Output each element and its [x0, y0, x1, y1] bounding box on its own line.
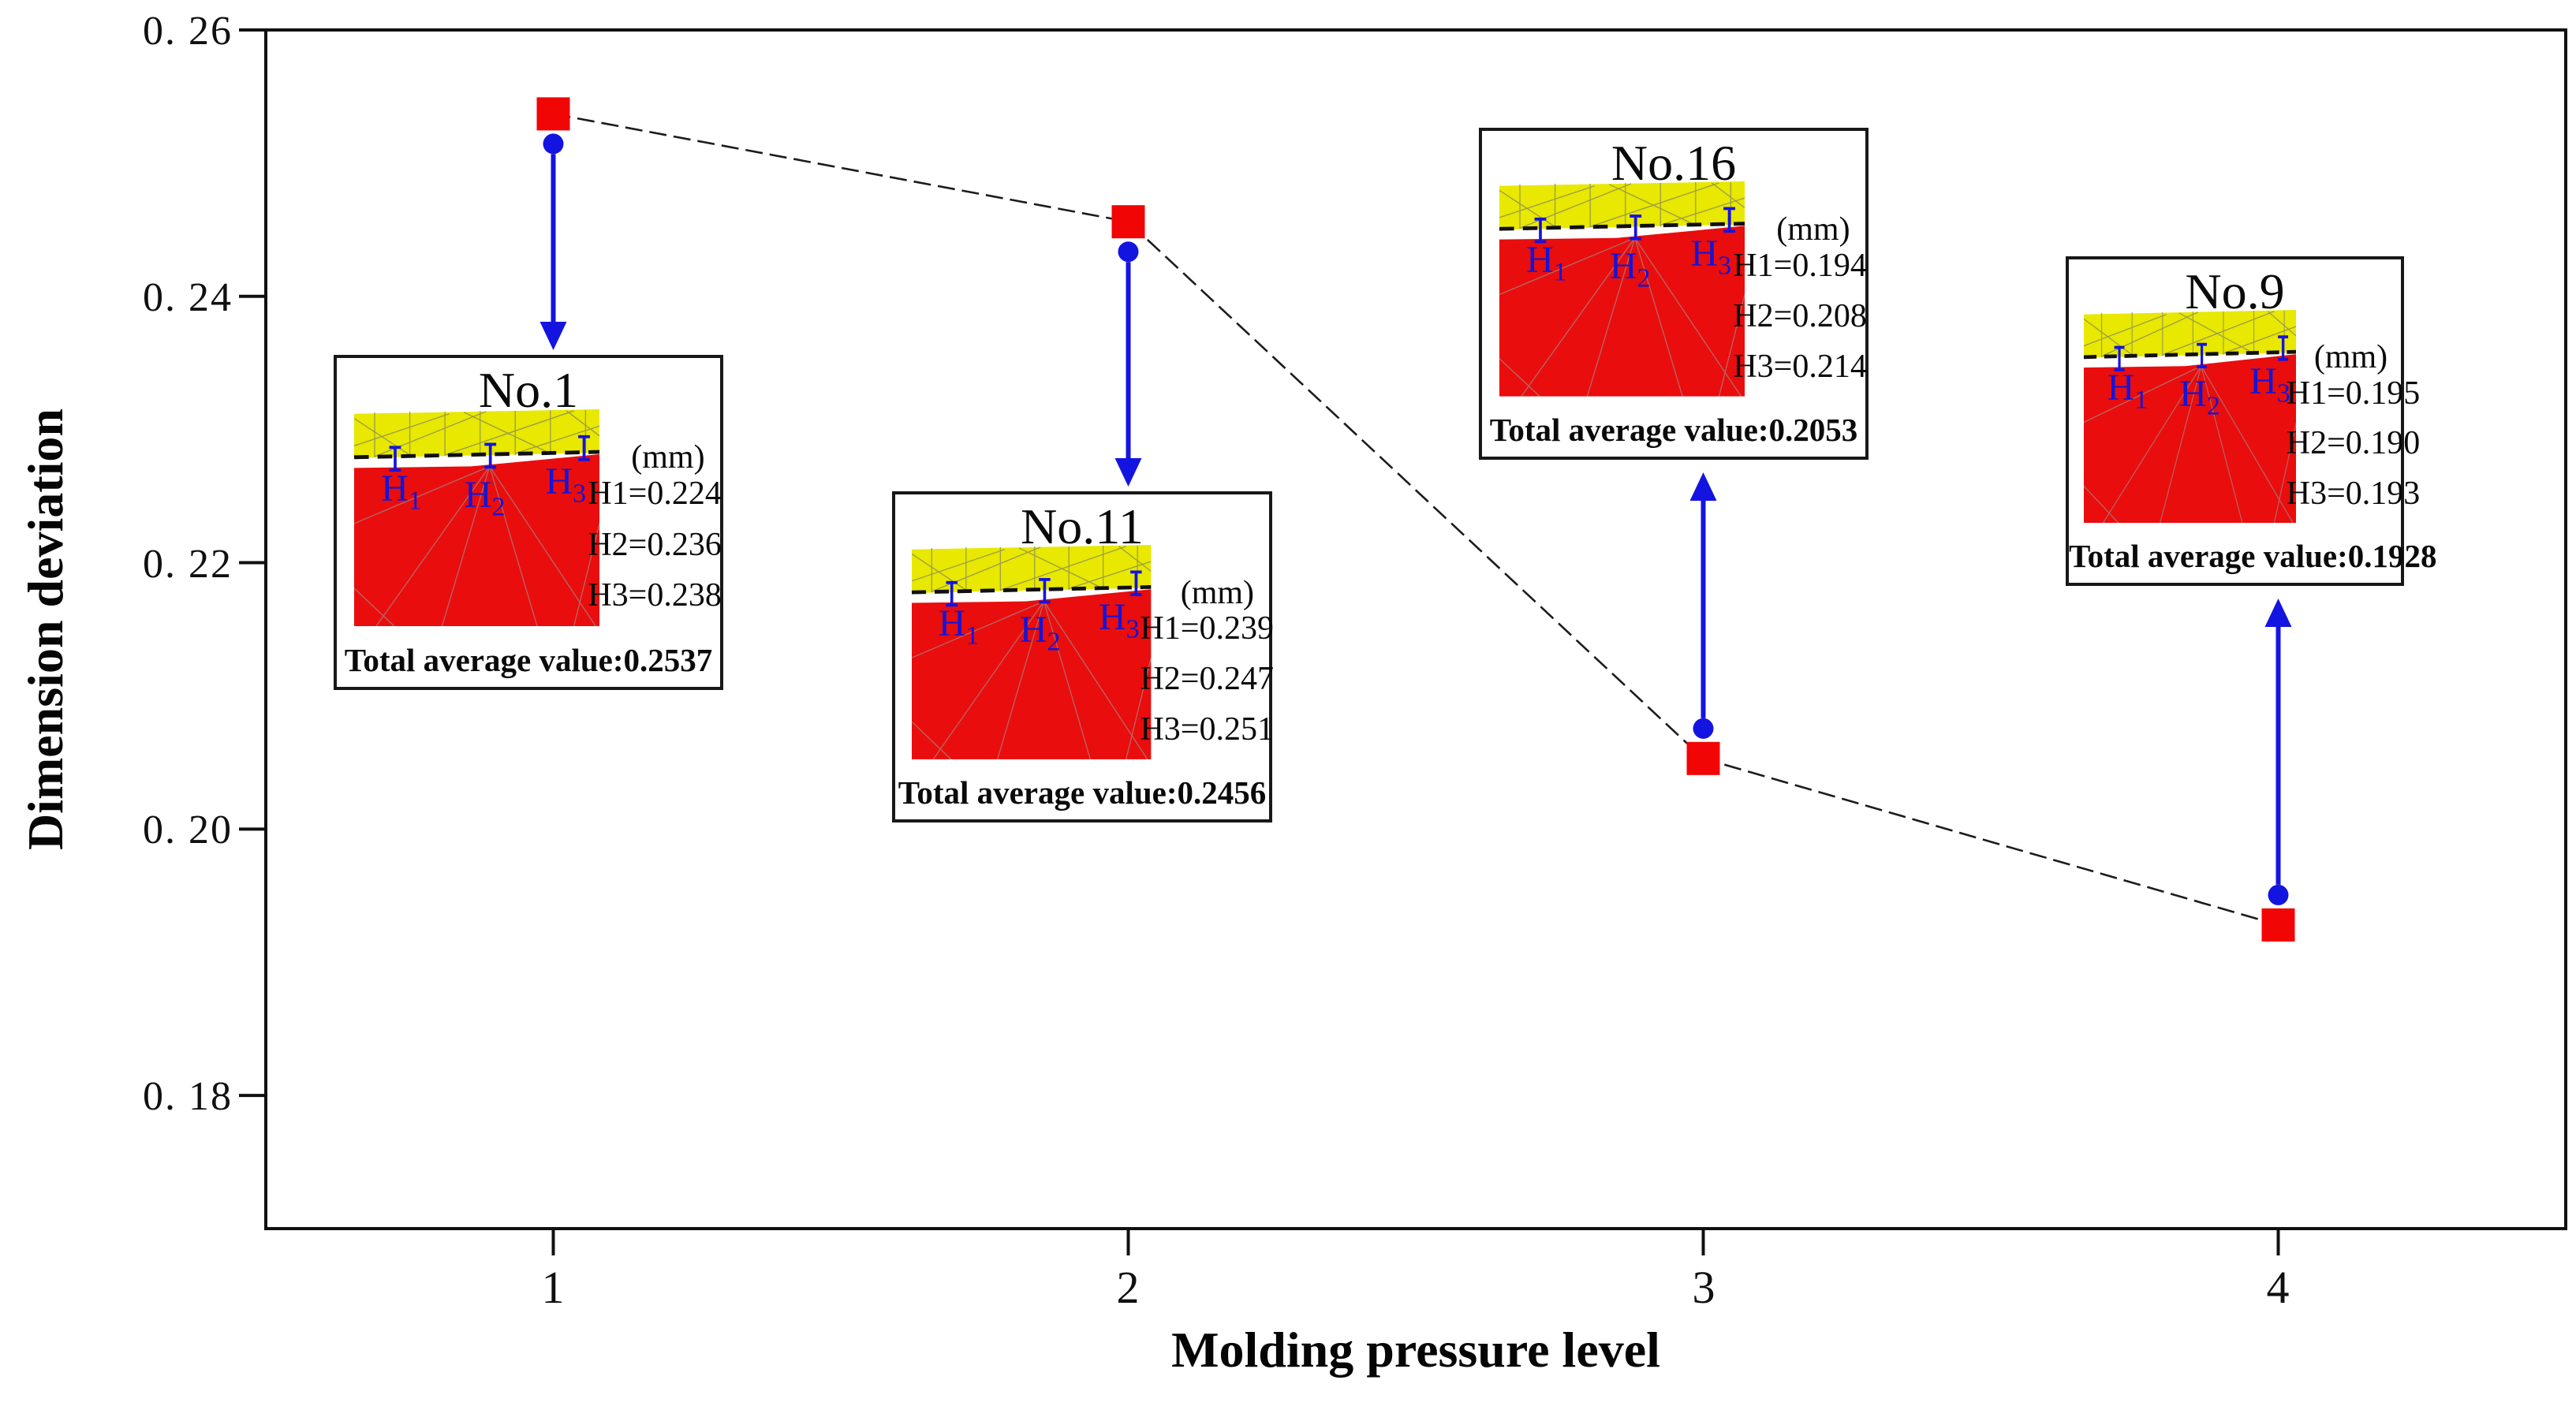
h3-label: H3	[1690, 233, 1732, 281]
inset-measure-ticks	[2114, 334, 2288, 371]
inset-measure-ticks	[1534, 207, 1735, 244]
inset-parting-line	[1499, 222, 1745, 231]
h3-value: H3=0.193	[2286, 475, 2421, 512]
annotation-arrow-head	[1114, 458, 1142, 487]
arrow-origin-dot	[1693, 718, 1714, 739]
inset-block-seam-lines	[353, 465, 599, 626]
h2-value: H2=0.247	[1140, 661, 1274, 698]
annotation-box-no16: No.16 H1 H2 H3 (mm) H1=0.194 H2=0.208 H3…	[1479, 128, 1869, 460]
h2-label: H2	[464, 473, 506, 522]
unit-label: (mm)	[2313, 339, 2388, 376]
annotation-title: No.9	[2185, 263, 2285, 319]
y-tick-label: 0. 26	[143, 9, 233, 54]
annotation-title: No.1	[478, 362, 579, 418]
h2-label: H2	[1019, 609, 1061, 657]
h1-value: H1=0.194	[1733, 247, 1867, 284]
annotation-box-no9: No.9 H1 H2 H3 (mm) H1=0.195 H2=0.190 H3=…	[2066, 256, 2437, 586]
data-point-marker	[536, 97, 570, 131]
inset-block-seam-lines	[912, 600, 1152, 759]
mold-section-graphic	[912, 544, 1152, 759]
total-average-value: Total average value:0.2053	[1489, 411, 1858, 448]
data-point-marker	[1686, 741, 1720, 775]
simulation-inset-image: H1 H2 H3	[1499, 181, 1745, 397]
x-tick-label: 4	[2266, 1262, 2290, 1313]
plot-frame	[264, 28, 2567, 1230]
inset-mesh-lines	[912, 545, 1152, 592]
arrow-origin-dot	[543, 133, 564, 155]
arrow-origin-dot	[1118, 241, 1139, 263]
h3-label: H3	[2249, 360, 2290, 408]
h1-label: H1	[938, 602, 980, 651]
x-tick-label: 3	[1692, 1262, 1715, 1313]
h1-label: H1	[381, 467, 422, 516]
simulation-inset-image: H1 H2 H3	[2083, 309, 2297, 524]
inset-parting-line	[2083, 349, 2297, 359]
total-average-value: Total average value:0.2537	[344, 641, 713, 678]
inset-parting-line	[353, 449, 599, 459]
y-tick-label: 0. 22	[143, 542, 233, 587]
h3-label: H3	[545, 461, 587, 509]
inset-block-seam-lines	[2083, 365, 2297, 524]
inset-mesh-lines	[1499, 181, 1745, 229]
h1-label: H1	[2107, 367, 2149, 415]
h3-label: H3	[1098, 595, 1140, 644]
y-axis-title: Dimension deviation	[17, 408, 73, 851]
annotation-box-no11: No.11 H1 H2 H3 (mm) H1=0.239 H2=0.247 H3…	[892, 491, 1274, 822]
total-average-value: Total average value:0.1928	[2069, 537, 2437, 574]
mold-section-graphic	[1499, 181, 1745, 397]
arrow-origin-dot	[2268, 884, 2289, 905]
h2-value: H2=0.236	[588, 526, 722, 563]
h2-label: H2	[1609, 245, 1651, 294]
inset-mesh-lines	[353, 409, 599, 457]
mold-section-graphic	[353, 408, 599, 626]
unit-label: (mm)	[1180, 574, 1255, 611]
h2-value: H2=0.208	[1733, 297, 1867, 334]
unit-label: (mm)	[631, 439, 705, 476]
h3-value: H3=0.251	[1140, 711, 1274, 748]
h1-value: H1=0.239	[1140, 610, 1274, 647]
h1-label: H1	[1526, 239, 1567, 287]
inset-block-seam-lines	[1499, 237, 1745, 397]
h2-value: H2=0.190	[2286, 425, 2421, 462]
h1-value: H1=0.195	[2286, 375, 2421, 412]
annotation-title: No.11	[1021, 498, 1144, 554]
mold-section-graphic	[2083, 309, 2297, 524]
inset-measure-ticks	[389, 435, 590, 472]
inset-measure-ticks	[946, 570, 1142, 607]
annotation-arrow-head	[2264, 599, 2292, 627]
annotation-box-no1: No.1 H1 H2 H3 (mm) H1=0.224 H2=0.236 H3=…	[334, 355, 723, 690]
data-point-marker	[2261, 908, 2295, 942]
data-point-marker	[1111, 205, 1145, 239]
h3-value: H3=0.238	[588, 577, 722, 614]
annotation-arrow-head	[539, 322, 567, 350]
simulation-inset-image: H1 H2 H3	[912, 544, 1152, 759]
h1-value: H1=0.224	[588, 476, 722, 513]
h2-label: H2	[2179, 373, 2220, 422]
y-tick-label: 0. 24	[143, 275, 233, 320]
inset-parting-line	[912, 584, 1152, 595]
y-tick-label: 0. 18	[143, 1074, 233, 1119]
unit-label: (mm)	[1776, 211, 1850, 248]
y-tick-label: 0. 20	[143, 808, 233, 852]
x-axis-title: Molding pressure level	[1171, 1322, 1660, 1378]
annotation-title: No.16	[1611, 135, 1737, 191]
x-tick-label: 2	[1116, 1262, 1140, 1313]
annotation-arrow-head	[1689, 472, 1717, 501]
simulation-inset-image: H1 H2 H3	[353, 408, 599, 626]
data-series-line	[553, 113, 2279, 927]
total-average-value: Total average value:0.2456	[898, 774, 1267, 811]
inset-mesh-lines	[2083, 310, 2297, 357]
h3-value: H3=0.214	[1733, 348, 1867, 385]
x-tick-label: 1	[541, 1262, 565, 1313]
